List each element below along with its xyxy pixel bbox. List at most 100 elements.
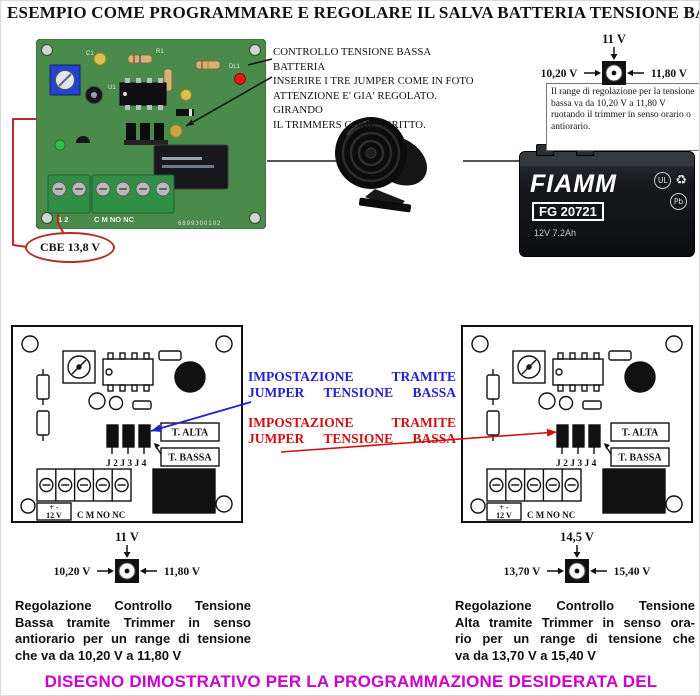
electrolytic-capacitor xyxy=(85,86,103,104)
t-bassa-label: T. BASSA xyxy=(618,453,662,464)
trimmer-value: 14,5 V xyxy=(560,530,594,544)
terminal-12-label: 1 2 xyxy=(58,215,68,224)
relay-symbol xyxy=(602,468,666,514)
footer-title: DISEGNO DIMOSTRATIVO PER LA PROGRAMMAZIO… xyxy=(44,672,658,695)
recycle-icon: ♻ xyxy=(675,173,687,188)
t-alta-label: T. ALTA xyxy=(622,428,659,439)
siren-base xyxy=(358,197,412,213)
left-components xyxy=(486,369,500,441)
jumper-note-red: IMPOSTAZIONE TRAMITE JUMPER TENSIONE BAS… xyxy=(248,415,456,447)
circuit-diagram-right: J 2 J 3 J 4 T. ALTA T. BASSA + - 12 V C … xyxy=(461,325,693,523)
relay-symbol xyxy=(152,468,216,514)
supply-label: 12 V xyxy=(46,511,62,520)
range-note: Il range di regolazione per la tensione … xyxy=(546,83,699,151)
caption-right: Regolazione Controllo Tensione Alta tram… xyxy=(455,598,695,664)
caption-left-line-2: Bassa tramite Trimmer in senso xyxy=(15,614,251,630)
battery-brand: FIAMM xyxy=(530,170,617,198)
transistor xyxy=(76,136,90,143)
polarity-label: + - xyxy=(49,503,59,512)
right-arrow-icon xyxy=(595,69,601,77)
jumpers-label: J 2 J 3 J 4 xyxy=(556,459,597,469)
instruction-line-1: CONTROLLO TENSIONE BASSA BATTERIA xyxy=(273,46,431,73)
terminal-out-label: C M NO NC xyxy=(94,215,135,224)
terminals-label: C M NO NC xyxy=(527,510,575,520)
terminal-strip-symbol xyxy=(486,468,582,502)
down-arrow-icon xyxy=(610,54,618,60)
terminal-blocks xyxy=(47,174,175,214)
ref-dl1: DL1 xyxy=(229,64,241,70)
pcb-photo: 1 2 C M NO NC 6899300102 C1 R1 U1 DL1 xyxy=(36,39,266,229)
resistor-symbols xyxy=(132,350,182,410)
instruction-line-3: ATTENZIONE E' GIA' REGOLATO. GIRANDO xyxy=(273,89,437,117)
battery-top-face xyxy=(520,152,694,166)
instruction-line-4: IL TRIMMERS COME SCRITTO. xyxy=(273,118,426,131)
circuit-diagram-left: J 2 J 3 J 4 T. ALTA T. BASSA + - 12 V C … xyxy=(11,325,243,523)
supply-box xyxy=(36,502,72,521)
trimmer-min: 13,70 V xyxy=(504,566,542,578)
pcb-serial: 6899300102 xyxy=(178,221,221,227)
circuit-drawing: J 2 J 3 J 4 T. ALTA T. BASSA + - 12 V C … xyxy=(470,335,683,521)
left-components xyxy=(36,369,50,441)
red-note-line-2: JUMPER TENSIONE BASSA xyxy=(248,431,456,446)
ic-symbol xyxy=(552,352,604,392)
t-bassa-box xyxy=(154,443,220,467)
siren-horn xyxy=(335,117,407,189)
caption-left-line-3: antiorario per un range di tensione xyxy=(15,631,251,646)
blue-trimmer xyxy=(49,64,81,96)
battery-certification-icons: UL ♻ Pb xyxy=(635,172,687,210)
left-arrow-icon xyxy=(590,567,596,575)
down-arrow-icon xyxy=(573,552,581,558)
page-title-row: ESEMPIO COME PROGRAMMARE E REGOLARE IL S… xyxy=(7,3,700,23)
caption-right-line-2: Alta tramite Trimmer in senso ora- xyxy=(455,614,695,630)
jumper-note-blue: IMPOSTAZIONE TRAMITE JUMPER TENSIONE BAS… xyxy=(248,369,456,401)
siren-photo xyxy=(335,117,427,213)
t-bassa-label: T. BASSA xyxy=(168,453,212,464)
trimmer-min: 10,20 V xyxy=(54,566,92,578)
t-alta-box xyxy=(610,422,670,442)
battery-photo: FIAMM FG 20721 12V 7.2Ah UL ♻ Pb xyxy=(519,144,695,257)
jumper-blocks xyxy=(124,123,168,145)
circuit-drawing: J 2 J 3 J 4 T. ALTA T. BASSA + - 12 V C … xyxy=(20,335,233,521)
trimmer-diagram-right: 14,5 V 13,70 V 15,40 V xyxy=(504,530,652,583)
ic-symbol xyxy=(102,352,154,392)
ref-u1: U1 xyxy=(108,85,116,91)
blue-note-line-2: JUMPER TENSIONE BASSA xyxy=(248,385,456,400)
t-bassa-box xyxy=(604,443,670,467)
red-led xyxy=(234,73,246,85)
jumper-symbols xyxy=(556,424,601,454)
battery-model: FG 20721 xyxy=(532,202,604,221)
supply-box xyxy=(486,502,522,521)
down-arrow-icon xyxy=(123,552,131,558)
trimmer-max: 11,80 V xyxy=(651,68,688,80)
ref-r1: R1 xyxy=(156,49,164,55)
red-note-line-1: IMPOSTAZIONE TRAMITE xyxy=(248,415,456,430)
mounting-holes xyxy=(20,335,233,514)
left-arrow-icon xyxy=(627,69,633,77)
trimmer-max: 15,40 V xyxy=(614,566,652,578)
diode xyxy=(176,109,194,116)
pcb-mounting-holes xyxy=(41,44,261,224)
ul-mark-icon: UL xyxy=(654,172,672,189)
trimmer-value: 11 V xyxy=(115,530,139,544)
page-title: ESEMPIO COME PROGRAMMARE E REGOLARE IL S… xyxy=(7,3,700,22)
trimmer-min: 10,20 V xyxy=(541,68,579,80)
caption-right-line-4: va da 13,70 V a 15,40 V xyxy=(455,647,596,663)
battery-spec: 12V 7.2Ah xyxy=(534,228,577,238)
trimmer-symbol xyxy=(62,350,96,384)
caption-right-line-1: Regolazione Controllo Tensione xyxy=(455,598,695,613)
blue-note-line-1: IMPOSTAZIONE TRAMITE xyxy=(248,369,456,384)
mounting-holes xyxy=(470,335,683,514)
capacitor-symbols xyxy=(88,361,206,411)
caption-left-line-4: che va da 10,20 V a 11,80 V xyxy=(15,647,182,663)
polarity-label: + - xyxy=(499,503,509,512)
capacitor-symbols xyxy=(538,361,656,411)
resistor-symbols xyxy=(582,350,632,410)
instruction-line-2: INSERIRE I TRE JUMPER COME IN FOTO xyxy=(273,75,474,87)
cbe-supply-label: CBE 13,8 V xyxy=(25,232,115,263)
resistors xyxy=(127,54,221,92)
supply-label: 12 V xyxy=(496,511,512,520)
caption-left-line-1: Regolazione Controllo Tensione xyxy=(15,598,251,613)
ic-chip xyxy=(119,78,167,110)
instruction-text: CONTROLLO TENSIONE BASSA BATTERIA INSERI… xyxy=(273,45,477,132)
